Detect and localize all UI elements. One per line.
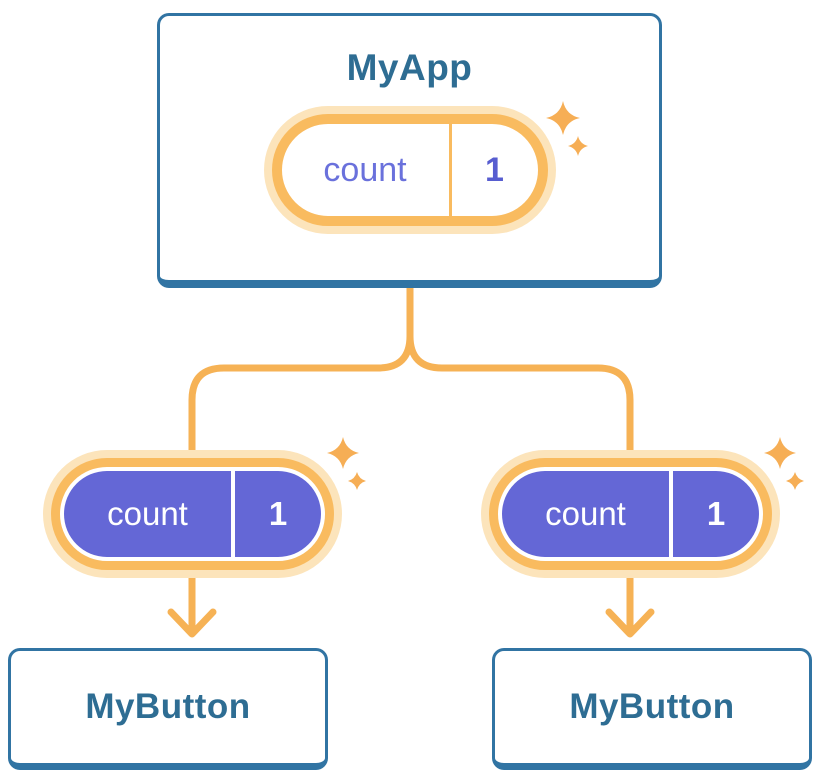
component-node-child-right: MyButton <box>492 648 812 770</box>
state-value-label: 1 <box>706 495 726 532</box>
state-value-label: 1 <box>485 150 504 189</box>
state-value-label: 1 <box>268 495 288 532</box>
sparkle-icon <box>348 472 366 490</box>
component-node-root: MyApp count 1 <box>157 13 662 288</box>
state-name-label: count <box>107 495 188 532</box>
state-name-label: count <box>545 495 626 532</box>
state-pill-child-left-body: count 1 <box>51 458 334 570</box>
sparkle-icon <box>764 437 796 469</box>
state-pill-child-right: count 1 <box>481 450 780 578</box>
state-pill-divider <box>448 124 452 216</box>
state-name-label: count <box>323 150 407 189</box>
state-pill-child-left-core: count 1 <box>64 471 321 557</box>
component-node-child-left: MyButton <box>8 648 328 770</box>
state-pill-child-right-core: count 1 <box>502 471 759 557</box>
state-pill-root: count 1 <box>263 106 556 234</box>
state-pill-child-right-body: count 1 <box>489 458 772 570</box>
state-pill-divider <box>669 471 673 557</box>
component-title: MyButton <box>569 687 735 726</box>
component-title: MyButton <box>85 687 251 726</box>
sparkle-icon <box>786 472 804 490</box>
component-title: MyApp <box>346 47 473 88</box>
arrowhead-left-icon <box>167 608 217 638</box>
state-pill-root-body: count 1 <box>271 114 548 226</box>
arrowhead-right-icon <box>605 608 655 638</box>
state-pill-child-left: count 1 <box>43 450 342 578</box>
sparkle-icon <box>327 437 359 469</box>
